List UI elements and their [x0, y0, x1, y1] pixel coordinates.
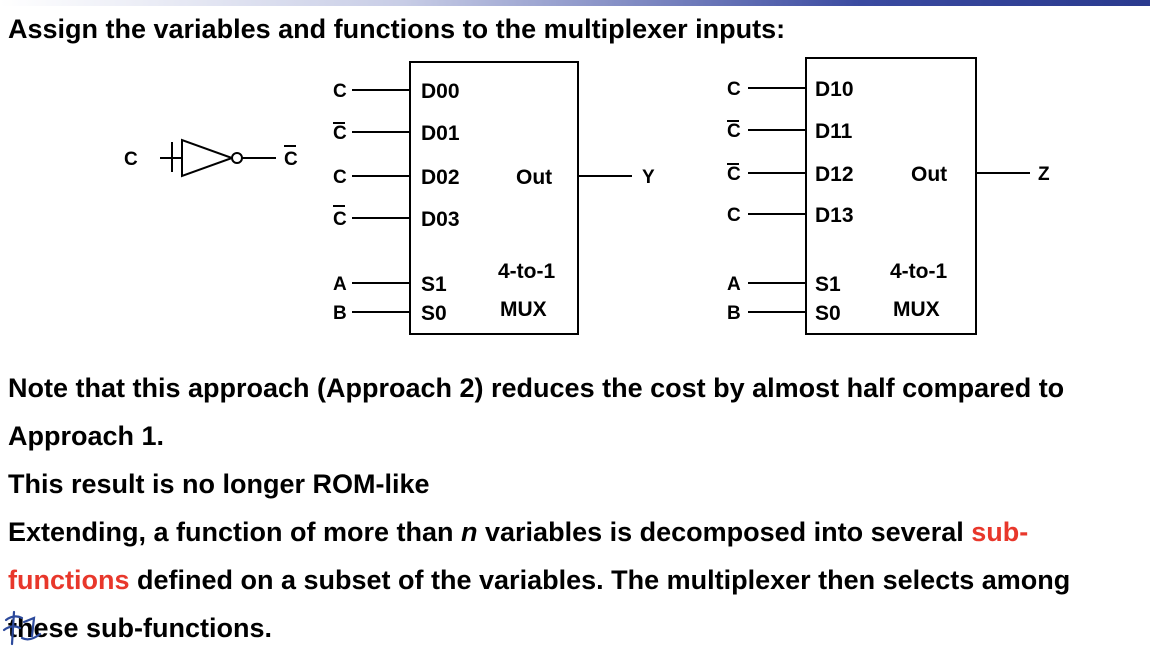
mux-z-pin-d10: D10	[815, 78, 854, 101]
note-subfunctions-highlight: sub-functions	[8, 517, 1029, 595]
title-accent-bar	[0, 0, 1150, 6]
inverter-output-label: C	[284, 149, 298, 170]
mux-y-body	[409, 61, 579, 335]
mux-z-signal-d13: C	[727, 205, 741, 226]
mux-y-mux-label: MUX	[500, 298, 547, 321]
logo-icon	[2, 610, 42, 646]
inverter-input-label: C	[124, 149, 138, 170]
note-extending-mid: variables is decomposed into several	[477, 517, 964, 547]
mux-z-out-label: Out	[911, 163, 947, 186]
note-extending: Extending, a function of more than n var…	[8, 508, 1143, 652]
mux-z-signal-s1: A	[727, 274, 741, 295]
mux-y-type-label: 4-to-1	[498, 260, 555, 283]
mux-y-pin-d02: D02	[421, 166, 460, 189]
mux-z-mux-label: MUX	[893, 298, 940, 321]
note-rom-like: This result is no longer ROM-like	[8, 469, 430, 499]
mux-y-out-label: Out	[516, 166, 552, 189]
note-variable-n: n	[461, 517, 478, 547]
mux-y-pin-d03: D03	[421, 208, 460, 231]
mux-z-pin-d11: D11	[815, 120, 853, 143]
note-extending-start: Extending, a function of more than	[8, 517, 462, 547]
note-cost-reduction: Note that this approach (Approach 2) red…	[8, 373, 1065, 451]
mux-z-signal-d11: C	[727, 121, 741, 142]
mux-z-signal-d10: C	[727, 79, 741, 100]
note-extending-end: defined on a subset of the variables. Th…	[8, 565, 1071, 643]
mux-y-signal-d00: C	[333, 81, 347, 102]
mux-z-pin-s1: S1	[815, 273, 841, 296]
mux-y-pin-d01: D01	[421, 122, 460, 145]
mux-y-pin-d00: D00	[421, 80, 460, 103]
mux-y-pin-s1: S1	[421, 273, 447, 296]
mux-y-signal-s0: B	[333, 303, 347, 324]
mux-z-signal-s0: B	[727, 303, 741, 324]
notes-block: Note that this approach (Approach 2) red…	[8, 364, 1143, 652]
mux-y-pin-s0: S0	[421, 302, 447, 325]
mux-z-type-label: 4-to-1	[890, 260, 947, 283]
mux-y-signal-s1: A	[333, 274, 347, 295]
mux-z-pin-d12: D12	[815, 163, 854, 186]
mux-y-output-label: Y	[642, 167, 655, 188]
mux-y-signal-d01: C	[333, 123, 347, 144]
slide-heading: Assign the variables and functions to th…	[8, 14, 786, 44]
mux-z-pin-s0: S0	[815, 302, 841, 325]
mux-z-signal-d12: C	[727, 164, 741, 185]
mux-z-body	[805, 57, 977, 335]
inverter-bubble	[231, 152, 243, 164]
inverter-gate	[181, 138, 235, 178]
multiplexer-diagram: C C C C C C A B D00 D01 D02 D03 S1 S0 Ou…	[124, 57, 1050, 335]
mux-z-pin-d13: D13	[815, 204, 854, 227]
mux-y-signal-d02: C	[333, 167, 347, 188]
mux-z-output-label: Z	[1038, 164, 1050, 185]
mux-y-signal-d03: C	[333, 209, 347, 230]
